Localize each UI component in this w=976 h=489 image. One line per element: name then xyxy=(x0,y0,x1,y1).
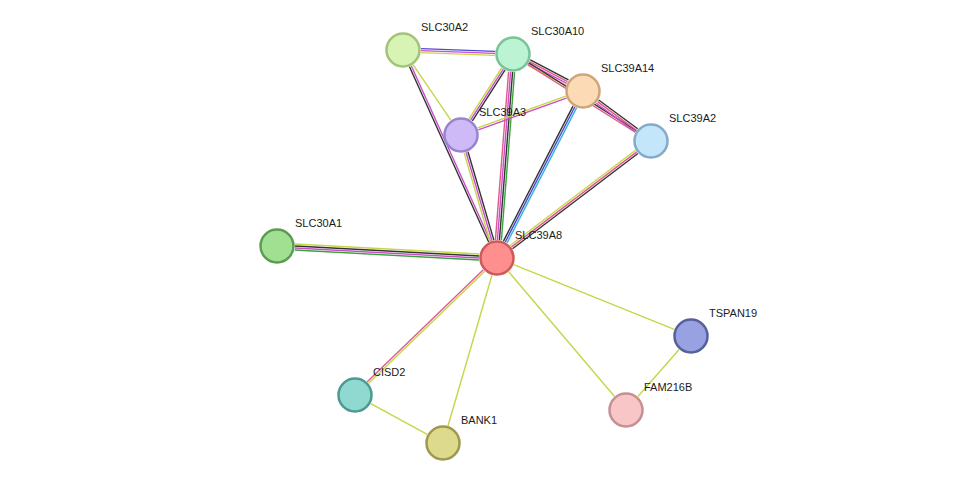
evidence-line xyxy=(495,72,508,240)
evidence-line xyxy=(411,66,490,241)
interaction-edge xyxy=(510,150,638,248)
evidence-line xyxy=(497,72,510,240)
evidence-line xyxy=(599,100,638,129)
evidence-line xyxy=(503,106,573,241)
evidence-line xyxy=(596,103,635,132)
evidence-line xyxy=(410,67,489,242)
protein-node: SLC30A1 xyxy=(259,228,295,264)
evidence-line xyxy=(598,102,637,131)
evidence-line xyxy=(295,248,479,258)
node-circle xyxy=(259,228,295,264)
evidence-line xyxy=(514,265,675,330)
interaction-edge xyxy=(509,272,615,397)
interaction-edge xyxy=(371,404,427,435)
protein-label: SLC39A14 xyxy=(601,62,654,75)
protein-node: FAM216B xyxy=(608,392,644,428)
evidence-line xyxy=(529,62,567,82)
evidence-line xyxy=(468,152,494,240)
evidence-line xyxy=(507,108,577,243)
protein-node: SLC39A2 xyxy=(633,123,669,159)
evidence-line xyxy=(464,153,490,241)
node-circle xyxy=(385,32,421,68)
evidence-line xyxy=(295,250,479,260)
protein-label: SLC39A2 xyxy=(669,112,716,125)
evidence-line xyxy=(528,64,636,132)
evidence-line xyxy=(421,53,495,56)
evidence-line xyxy=(466,152,492,240)
interaction-edge xyxy=(367,270,484,383)
protein-node: SLC39A8 xyxy=(479,240,515,276)
protein-label: FAM216B xyxy=(644,381,692,394)
protein-node: SLC39A3 xyxy=(443,117,479,153)
evidence-line xyxy=(505,107,575,242)
protein-label: SLC30A2 xyxy=(421,21,468,34)
protein-label: TSPAN19 xyxy=(709,307,757,320)
protein-node: TSPAN19 xyxy=(673,318,709,354)
node-circle xyxy=(495,36,531,72)
interaction-edge xyxy=(528,60,569,85)
protein-node: SLC30A10 xyxy=(495,36,531,72)
interaction-edge xyxy=(421,49,495,56)
node-circle xyxy=(608,392,644,428)
interaction-edge xyxy=(410,66,491,242)
protein-label: SLC39A3 xyxy=(479,106,526,119)
protein-label: SLC30A1 xyxy=(295,217,342,230)
interaction-edge xyxy=(495,72,514,241)
evidence-line xyxy=(510,150,635,245)
evidence-line xyxy=(369,271,485,383)
protein-label: BANK1 xyxy=(461,414,497,427)
node-circle xyxy=(337,377,373,413)
interaction-edge xyxy=(295,244,479,260)
node-circle xyxy=(673,318,709,354)
protein-node: SLC30A2 xyxy=(385,32,421,68)
evidence-line xyxy=(371,404,427,435)
interaction-edge xyxy=(478,96,567,130)
interaction-edge xyxy=(596,100,637,132)
evidence-line xyxy=(513,153,638,248)
node-circle xyxy=(425,425,461,461)
node-circle xyxy=(479,240,515,276)
interaction-edge xyxy=(514,265,675,330)
evidence-line xyxy=(448,275,492,425)
interaction-edge xyxy=(448,275,492,425)
evidence-line xyxy=(511,152,636,247)
node-circle xyxy=(633,123,669,159)
protein-label: SLC39A8 xyxy=(515,229,562,242)
protein-label: CISD2 xyxy=(373,366,405,379)
evidence-line xyxy=(478,96,566,128)
node-circle xyxy=(565,73,601,109)
protein-node: BANK1 xyxy=(425,425,461,461)
node-circle xyxy=(443,117,479,153)
evidence-line xyxy=(478,98,566,130)
interaction-edge xyxy=(464,152,494,242)
evidence-line xyxy=(509,272,615,397)
protein-label: SLC30A10 xyxy=(531,25,584,38)
protein-node: SLC39A14 xyxy=(565,73,601,109)
protein-node: CISD2 xyxy=(337,377,373,413)
